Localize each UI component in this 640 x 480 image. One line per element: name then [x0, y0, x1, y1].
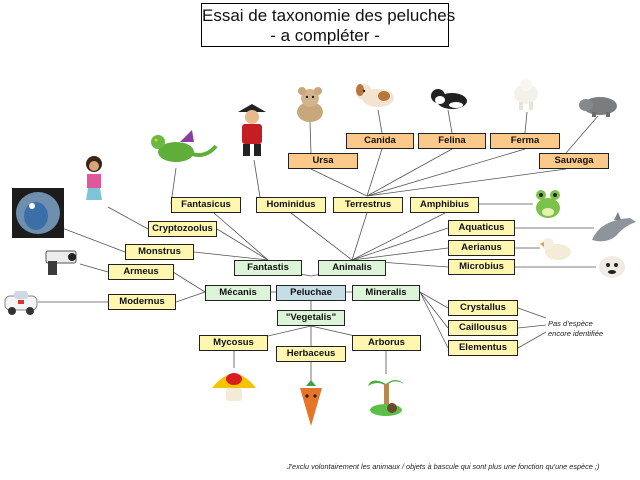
node-peluchae: Peluchae	[276, 285, 346, 301]
hippo-plush-icon	[579, 97, 617, 117]
node-aquaticus: Aquaticus	[448, 220, 515, 236]
node-felina: Felina	[418, 133, 486, 149]
node-fantastis: Fantastis	[234, 260, 302, 276]
node-animalis: Animalis	[318, 260, 386, 276]
node-monstrus: Monstrus	[125, 244, 194, 260]
node-elementus: Elementus	[448, 340, 518, 356]
footer-note: J'exclu volontairement les animaux / obj…	[287, 462, 600, 471]
car-plush-icon	[4, 291, 38, 315]
node-terrestrus: Terrestrus	[333, 197, 403, 213]
no-species-note-line-1: Pas d'espèce	[548, 319, 593, 328]
node-mycosus: Mycosus	[199, 335, 268, 351]
node-modernus: Modernus	[108, 294, 176, 310]
dog-plush-icon	[356, 84, 394, 107]
mushroom-plush-icon	[212, 373, 256, 401]
node-ursa: Ursa	[288, 153, 358, 169]
node-hominidus: Hominidus	[256, 197, 326, 213]
node-arborus: Arborus	[352, 335, 421, 351]
node-armeus: Armeus	[108, 264, 174, 280]
node-caillousus: Caillousus	[448, 320, 518, 336]
node-vegetalis: "Vegetalis"	[277, 310, 345, 326]
pirate-plush-icon	[238, 104, 266, 156]
node-herbaceus: Herbaceus	[276, 346, 346, 362]
frog-plush-icon	[536, 190, 560, 218]
node-mecanis: Mécanis	[205, 285, 271, 301]
title-line-2: - a compléter -	[270, 26, 380, 45]
title-box: Essai de taxonomie des peluches - a comp…	[201, 3, 456, 47]
node-amphibius: Amphibius	[410, 197, 479, 213]
no-species-note-line-2: encore identifiée	[548, 329, 604, 338]
microbe-plush-icon	[599, 256, 625, 278]
node-microbius: Microbius	[448, 259, 515, 275]
sheep-plush-icon	[514, 79, 538, 110]
monster-plush-icon	[12, 188, 64, 238]
weapon-plush-icon	[45, 250, 77, 275]
cat-plush-icon	[431, 89, 467, 109]
duck-plush-icon	[540, 238, 571, 260]
dolphin-plush-icon	[592, 212, 636, 242]
bear-plush-icon	[297, 87, 323, 122]
node-mineralis: Mineralis	[352, 285, 420, 301]
node-ferma: Ferma	[490, 133, 560, 149]
node-cryptozoolus: Cryptozoolus	[148, 221, 217, 237]
title-line-1: Essai de taxonomie des peluches	[202, 6, 456, 25]
node-aerianus: Aerianus	[448, 240, 515, 256]
doll-plush-icon	[86, 156, 102, 200]
node-sauvaga: Sauvaga	[539, 153, 609, 169]
carrot-plush-icon	[300, 380, 322, 426]
palm-tree-plush-icon	[368, 380, 404, 416]
node-crystallus: Crystallus	[448, 300, 518, 316]
no-species-note: Pas d'espèce encore identifiée	[548, 319, 603, 339]
node-fantasicus: Fantasicus	[171, 197, 241, 213]
dragon-plush-icon	[151, 130, 218, 162]
node-canida: Canida	[346, 133, 414, 149]
